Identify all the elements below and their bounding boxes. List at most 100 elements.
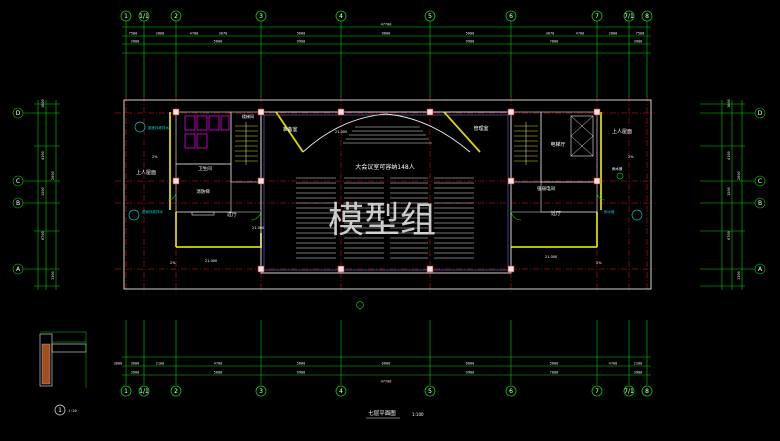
axis-label: 5 (428, 13, 432, 20)
slope-label: 2% (596, 261, 602, 265)
overall-dim-bottom: 47700 (381, 380, 392, 384)
room-label: 过厅 (551, 210, 561, 217)
svg-text:C: C (16, 178, 20, 185)
axis-label: 8 (645, 13, 649, 20)
svg-text:2000: 2000 (737, 171, 741, 180)
svg-text:4100: 4100 (41, 151, 45, 160)
svg-text:2800: 2800 (156, 32, 165, 36)
svg-text:5600: 5600 (466, 32, 475, 36)
svg-text:5600: 5600 (214, 40, 223, 44)
svg-text:5600: 5600 (297, 32, 306, 36)
svg-text:4700: 4700 (576, 32, 585, 36)
left-axis-labels: D C B A (16, 110, 21, 273)
svg-text:3600: 3600 (131, 362, 140, 366)
svg-text:2800: 2800 (609, 32, 618, 36)
room-label: 上人屋面 (136, 169, 156, 176)
svg-text:8: 8 (645, 388, 649, 395)
svg-text:D: D (16, 110, 21, 117)
svg-text:5600: 5600 (550, 362, 559, 366)
svg-text:4700: 4700 (190, 32, 199, 36)
bottom-dims-row1: 3600 2100 4700 5600 6600 6600 5600 4700 … (114, 362, 643, 366)
top-dimension-lines (122, 21, 651, 98)
column-markers (172, 108, 601, 273)
svg-text:3900: 3900 (634, 40, 643, 44)
axis-label: 3 (259, 13, 263, 20)
toilet-stalls (184, 115, 230, 149)
room-label: 过厅 (227, 211, 237, 218)
note-label: 屋面找坡排水 (142, 209, 163, 214)
left-wing-interior (175, 111, 262, 216)
room-labels: 大会议室可容纳148人 楼梯间 上人屋面 消防梯 卫生间 过厅 准备室 管理室 … (136, 113, 632, 218)
svg-text:6700: 6700 (41, 231, 45, 240)
axis-label: 4 (339, 13, 343, 20)
svg-text:4700: 4700 (609, 362, 618, 366)
svg-text:6600: 6600 (466, 362, 475, 366)
svg-text:3070: 3070 (546, 32, 555, 36)
elevator-shafts (570, 115, 594, 157)
svg-text:5: 5 (428, 388, 432, 395)
svg-text:3900: 3900 (634, 371, 643, 375)
svg-text:2: 2 (174, 388, 178, 395)
svg-text:3600: 3600 (114, 362, 123, 366)
red-centerlines (115, 96, 655, 292)
plan-scale: 1:100 (412, 412, 424, 417)
svg-text:9900: 9900 (297, 40, 306, 44)
svg-text:5600: 5600 (214, 371, 223, 375)
axis-label: 1/1 (139, 13, 149, 20)
axis-label: 2 (174, 13, 178, 20)
right-side-axes (700, 100, 766, 290)
roof-drains (128, 121, 643, 309)
plan-title: 七层平面图 (368, 409, 396, 417)
svg-text:D: D (758, 110, 763, 117)
svg-text:9900: 9900 (297, 371, 306, 375)
bottom-axis-bubbles (120, 385, 653, 397)
right-stair (514, 122, 538, 165)
note-label: 雨水管 (612, 166, 623, 171)
svg-text:9900: 9900 (466, 371, 475, 375)
svg-text:1300: 1300 (737, 271, 741, 280)
door-swings (167, 191, 606, 221)
svg-text:2100: 2100 (156, 362, 165, 366)
right-axis-labels: D C B A (758, 110, 763, 273)
room-label: 准备室 (282, 126, 297, 133)
hall-label: 大会议室可容纳148人 (355, 163, 414, 171)
svg-text:7500: 7500 (636, 32, 645, 36)
bottom-axis-labels: 1 1/1 2 3 4 5 6 7 7/1 8 (124, 388, 649, 395)
top-dims-row1: 7500 2800 4700 3070 5600 9600 5600 3070 … (129, 32, 645, 36)
right-wing-interior (510, 111, 598, 213)
elev-label: 21.000 (252, 226, 264, 230)
axis-label: 1 (124, 13, 128, 20)
elev-label: 21.000 (205, 259, 217, 263)
svg-text:9900: 9900 (466, 40, 475, 44)
svg-text:1600: 1600 (727, 99, 731, 108)
detail-scale: 1:20 (68, 409, 77, 413)
hall-walls (260, 111, 512, 274)
left-stair (235, 122, 258, 165)
room-label: 电梯厅 (550, 141, 565, 148)
axis-label: 7 (595, 13, 599, 20)
bottom-dimension-lines (122, 320, 651, 385)
svg-text:B: B (758, 200, 762, 207)
watermark-text: 模型组 (328, 200, 436, 241)
svg-text:9600: 9600 (382, 32, 391, 36)
svg-text:1: 1 (124, 388, 128, 395)
svg-text:7500: 7500 (129, 32, 138, 36)
room-label: 上人屋面 (612, 128, 632, 135)
svg-text:7800: 7800 (550, 371, 559, 375)
svg-text:1/1: 1/1 (139, 388, 149, 395)
svg-text:1300: 1300 (51, 271, 55, 280)
bottom-dims-row2: 3900 5600 9900 9900 7800 3900 (131, 371, 643, 375)
detail-label: 1 (58, 407, 62, 414)
hall-seating (296, 126, 474, 259)
room-label: 消防梯 (196, 188, 210, 195)
svg-text:2100: 2100 (634, 362, 643, 366)
overall-dim-top: 47700 (381, 23, 392, 27)
room-label: 管理室 (473, 125, 488, 132)
top-dims-row2: 3900 5600 9900 9900 7800 3900 (131, 40, 643, 44)
room-label: 卫生间 (198, 165, 212, 172)
axis-label: 7/1 (624, 13, 634, 20)
drawing-title: 七层平面图 1:100 (366, 409, 424, 419)
svg-text:3: 3 (259, 388, 263, 395)
